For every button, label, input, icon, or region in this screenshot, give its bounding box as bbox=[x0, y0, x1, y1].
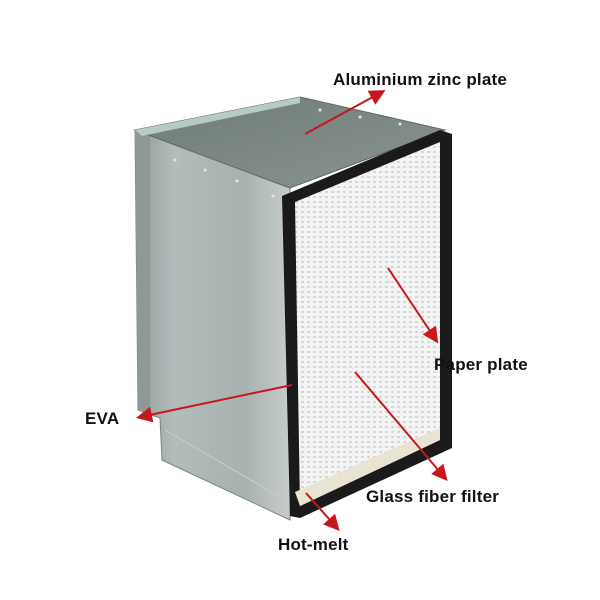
label-glass-fiber-filter: Glass fiber filter bbox=[366, 487, 500, 506]
front-frame bbox=[282, 130, 452, 518]
label-hot-melt: Hot-melt bbox=[278, 535, 349, 554]
label-aluminium-zinc-plate: Aluminium zinc plate bbox=[333, 70, 508, 89]
side-panel bbox=[134, 129, 291, 521]
label-eva: EVA bbox=[85, 409, 120, 428]
top-panel bbox=[133, 96, 447, 198]
callout-arrows bbox=[136, 90, 448, 531]
label-paper-plate: Paper plate bbox=[434, 355, 528, 374]
